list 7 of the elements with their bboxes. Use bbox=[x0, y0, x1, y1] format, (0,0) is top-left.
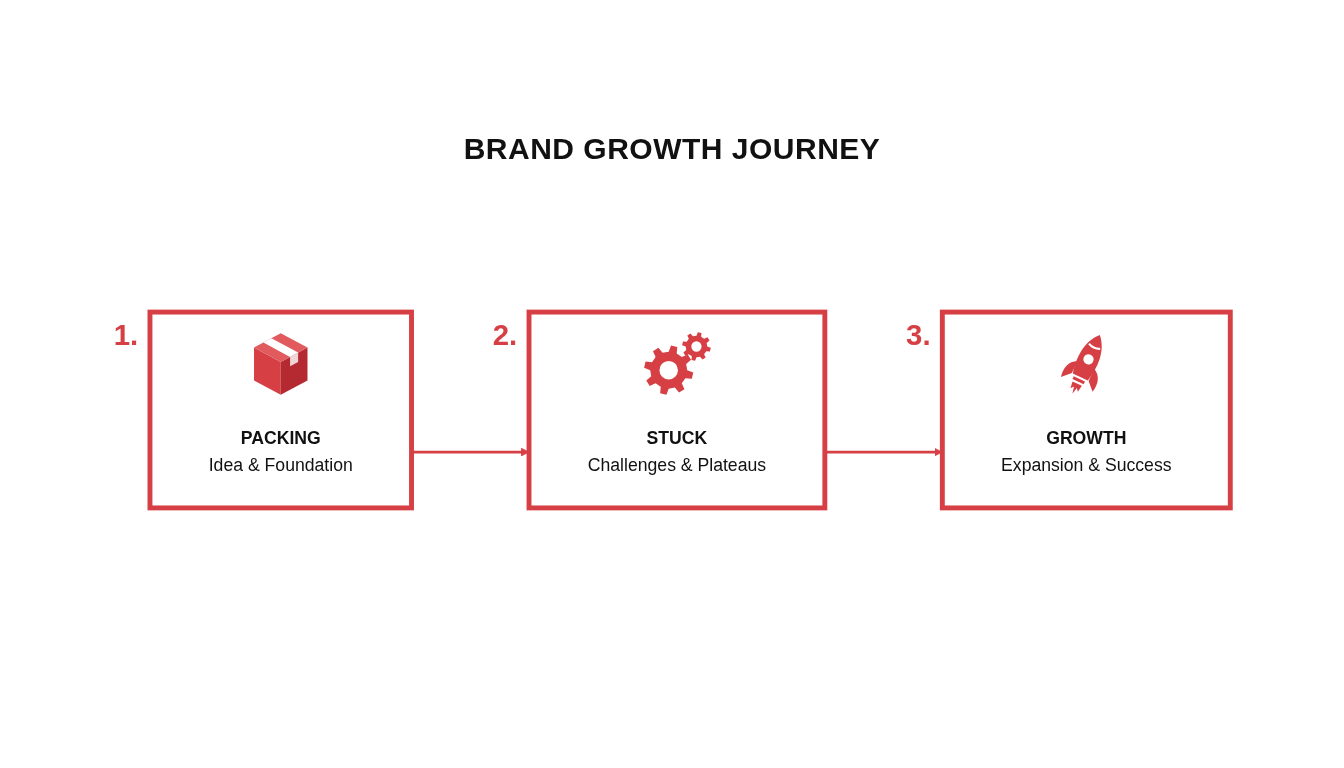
step-number: 1. bbox=[113, 318, 139, 352]
diagram-title: BRAND GROWTH JOURNEY bbox=[463, 132, 881, 165]
step-number: 3. bbox=[906, 318, 931, 352]
node-box: STUCK Challenges & Plateaus bbox=[526, 309, 828, 511]
node-box: PACKING Idea & Foundation bbox=[147, 309, 414, 511]
step-number: 2. bbox=[492, 318, 518, 352]
node-box: GROWTH Expansion & Success bbox=[939, 309, 1233, 511]
